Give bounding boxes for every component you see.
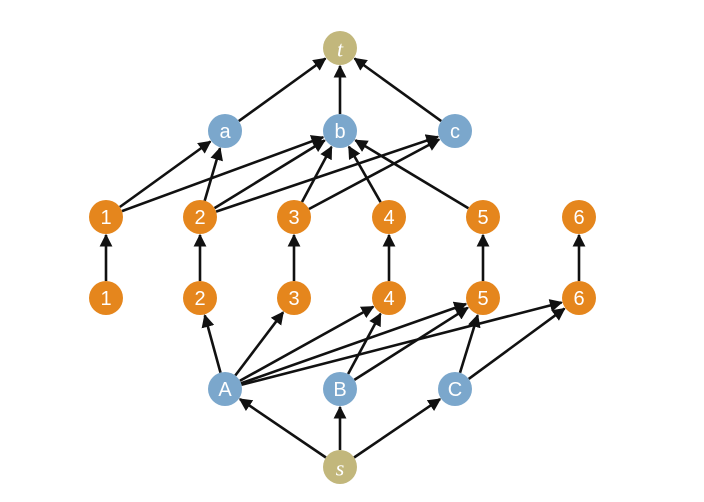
edge-u4-to-b [347, 145, 382, 203]
node-B: B [323, 372, 357, 406]
node-circle-u2 [183, 200, 217, 234]
edge-u5-to-b [354, 139, 470, 210]
node-u2: 2 [183, 200, 217, 234]
node-label-l2: 2 [194, 288, 205, 310]
edge-c-to-t [353, 57, 442, 123]
node-label-A: A [218, 379, 232, 401]
node-circle-l3 [277, 281, 311, 315]
edge-C-to-l5 [458, 313, 481, 374]
node-circle-s [323, 450, 357, 484]
node-l4: 4 [372, 281, 406, 315]
edge-C-to-l6 [467, 307, 566, 380]
node-l5: 5 [466, 281, 500, 315]
node-circle-u6 [562, 200, 596, 234]
node-u1: 1 [89, 200, 123, 234]
node-label-u4: 4 [383, 207, 394, 229]
node-l3: 3 [277, 281, 311, 315]
edge-A-to-l5 [240, 301, 468, 385]
node-label-l4: 4 [383, 288, 394, 310]
edge-B-to-l4 [346, 312, 382, 375]
node-circle-C [438, 372, 472, 406]
node-l2: 2 [183, 281, 217, 315]
node-circle-u5 [466, 200, 500, 234]
node-circle-l4 [372, 281, 406, 315]
node-circle-b [323, 114, 357, 148]
node-label-a: a [219, 121, 231, 143]
edge-u3-to-b [300, 145, 333, 203]
node-label-B: B [333, 379, 346, 401]
edge-u2-to-a [203, 147, 223, 202]
node-u6: 6 [562, 200, 596, 234]
node-circle-a [208, 114, 242, 148]
node-label-u2: 2 [194, 207, 205, 229]
node-u4: 4 [372, 200, 406, 234]
node-label-u1: 1 [100, 207, 111, 229]
node-label-l5: 5 [477, 288, 488, 310]
node-b: b [323, 114, 357, 148]
node-circle-u3 [277, 200, 311, 234]
edge-A-to-l2 [201, 314, 222, 373]
node-t: t [323, 31, 357, 65]
node-label-l6: 6 [573, 288, 584, 310]
node-C: C [438, 372, 472, 406]
node-l1: 1 [89, 281, 123, 315]
node-c: c [438, 114, 472, 148]
node-circle-u1 [89, 200, 123, 234]
node-label-u5: 5 [477, 207, 488, 229]
node-label-t: t [337, 37, 344, 62]
node-circle-A [208, 372, 242, 406]
node-u3: 3 [277, 200, 311, 234]
node-label-C: C [448, 379, 462, 401]
node-s: s [323, 450, 357, 484]
node-circle-B [323, 372, 357, 406]
node-label-u6: 6 [573, 207, 584, 229]
edge-A-to-l4 [239, 305, 375, 382]
edge-u1-to-b [121, 135, 325, 213]
node-a: a [208, 114, 242, 148]
node-circle-l6 [562, 281, 596, 315]
edge-u1-to-a [119, 140, 212, 209]
node-u5: 5 [466, 200, 500, 234]
node-circle-l1 [89, 281, 123, 315]
node-A: A [208, 372, 242, 406]
edge-A-to-l3 [234, 311, 285, 377]
edge-B-to-l5 [353, 306, 469, 381]
edge-u3-to-c [308, 138, 441, 211]
node-circle-t [323, 31, 357, 65]
node-label-l3: 3 [288, 288, 299, 310]
edge-u2-to-c [215, 134, 440, 213]
node-circle-l2 [183, 281, 217, 315]
node-l6: 6 [562, 281, 596, 315]
node-label-b: b [334, 121, 345, 143]
edge-s-to-C [353, 398, 442, 459]
node-circle-c [438, 114, 472, 148]
edge-s-to-A [238, 398, 327, 459]
node-label-l1: 1 [100, 288, 111, 310]
edges-layer [99, 57, 586, 459]
node-circle-l5 [466, 281, 500, 315]
edge-a-to-t [238, 57, 327, 123]
node-circle-u4 [372, 200, 406, 234]
node-label-s: s [336, 456, 345, 481]
edge-u2-to-b [213, 139, 326, 210]
node-label-c: c [450, 121, 460, 143]
edge-A-to-l6 [241, 299, 563, 387]
nodes-layer: t a b c 1 2 3 4 5 6 1 2 3 4 5 6A B Cs [89, 31, 596, 484]
node-label-u3: 3 [288, 207, 299, 229]
